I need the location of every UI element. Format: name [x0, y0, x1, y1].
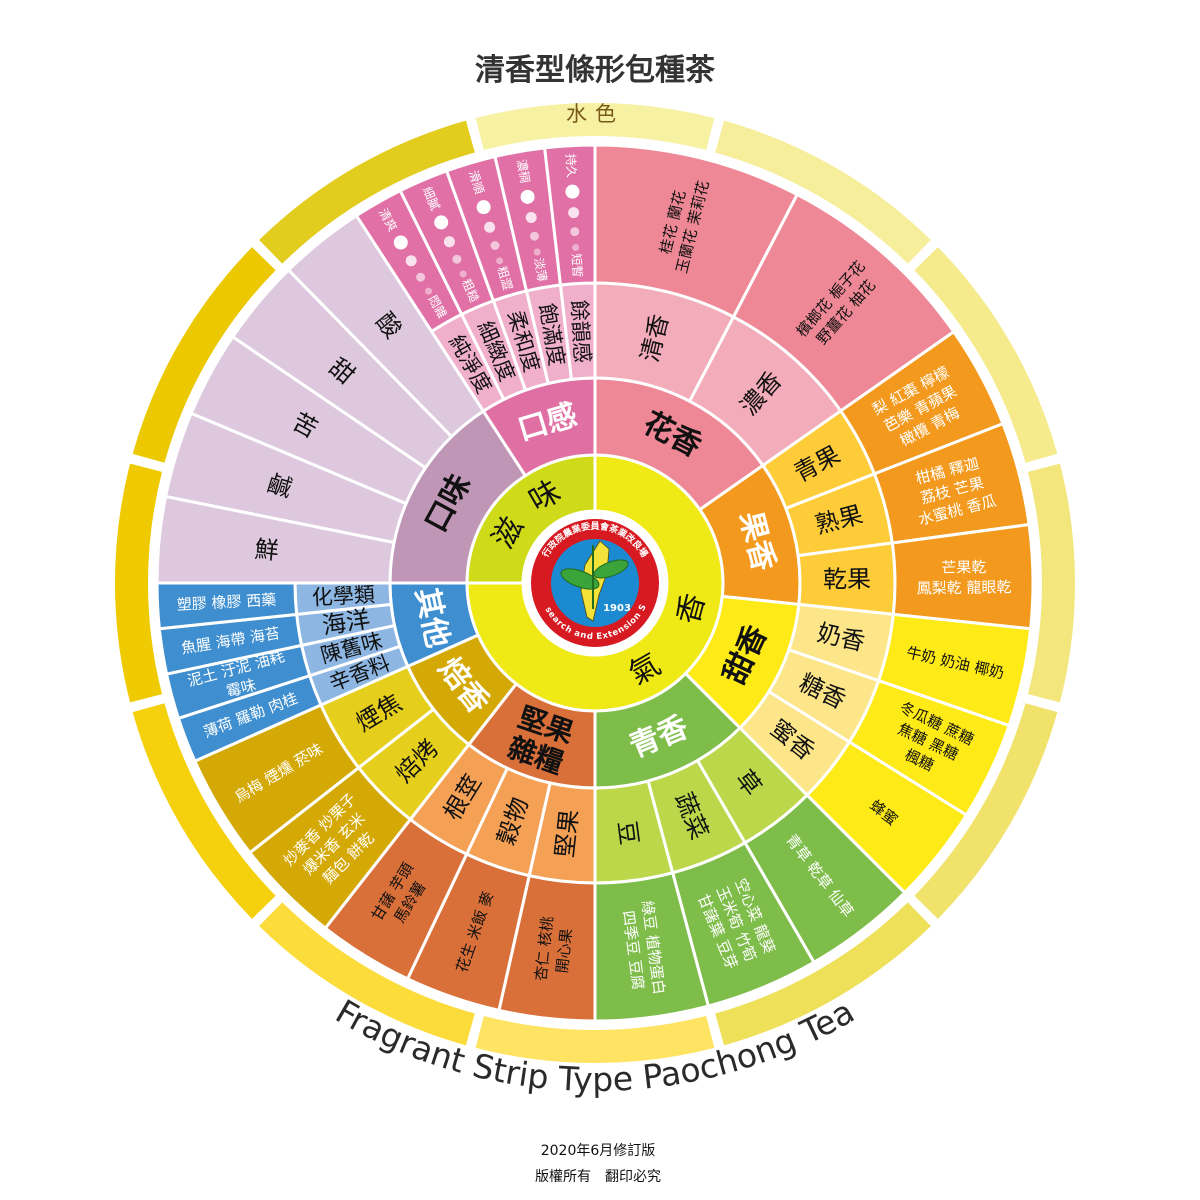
- intensity-dot: [490, 240, 500, 250]
- tea-leaf-icon: [593, 559, 629, 579]
- intensity-dot: [452, 254, 462, 264]
- taste-label: 鮮: [253, 535, 280, 565]
- water-color-segment: [259, 902, 475, 1046]
- logo-year: 1903: [603, 603, 631, 614]
- scale-high-label: 持久: [563, 153, 579, 178]
- intensity-dot: [476, 200, 491, 215]
- scale-high-label: 濃稠: [514, 158, 532, 184]
- intensity-dot: [434, 215, 449, 230]
- intensity-dot: [393, 235, 408, 250]
- wheel-title: 清香型條形包種茶: [475, 53, 716, 88]
- category-label: 堅果雜糧: [503, 700, 578, 781]
- intensity-dot: [416, 272, 426, 282]
- water-color-segment: [914, 703, 1058, 919]
- water-color-segment: [132, 247, 276, 463]
- intensity-dot: [529, 231, 539, 241]
- intensity-dot: [525, 212, 537, 224]
- subcategory-label: 餘韻感: [567, 299, 595, 363]
- water-color-segment: [132, 703, 276, 919]
- intensity-dot: [568, 207, 580, 219]
- intensity-dot: [572, 244, 580, 252]
- descriptor-segment: [890, 522, 1035, 631]
- descriptor-text-line: 鳳梨乾 龍眼乾: [917, 578, 1012, 597]
- water-color-segment: [475, 1015, 715, 1064]
- descriptor-text-line: 塑膠 橡膠 西藥: [176, 591, 276, 614]
- descriptor-text-line: 開心果: [553, 928, 576, 975]
- copyright-text: 版權所有 翻印必究: [535, 1169, 661, 1185]
- intensity-dot: [496, 257, 504, 265]
- intensity-dot: [459, 270, 467, 278]
- subcategory-label: 堅果: [551, 808, 584, 859]
- descriptor-text: 塑膠 橡膠 西藥: [176, 591, 276, 614]
- intensity-dot: [405, 255, 417, 267]
- scale-high-label: 滑順: [466, 169, 486, 196]
- intensity-dot: [570, 227, 580, 237]
- wheel-segments: [155, 143, 1035, 1023]
- water-color-segment: [715, 902, 931, 1046]
- subcategory-label: 化學類: [311, 583, 375, 610]
- tea-leaf-icon: [560, 568, 600, 590]
- water-color-segment: [115, 463, 163, 703]
- water-color-ring: [115, 103, 1076, 1064]
- descriptor-text-line: 芒果乾: [941, 558, 986, 577]
- intensity-dot: [533, 248, 541, 256]
- water-color-segment: [715, 120, 931, 264]
- subcategory-label: 乾果: [823, 565, 871, 594]
- intensity-dot: [443, 236, 455, 248]
- scale-low-label: 粗澀: [495, 264, 516, 291]
- water-color-segment: [914, 247, 1058, 463]
- intensity-dot: [425, 287, 433, 295]
- water-color-segment: [475, 103, 715, 151]
- water-color-segment: [259, 120, 475, 264]
- subcategory-label: 豆: [612, 819, 643, 846]
- intensity-dot: [520, 189, 535, 204]
- descriptor-text: 芒果乾鳳梨乾 龍眼乾: [916, 558, 1011, 598]
- edition-text: 2020年6月修訂版: [541, 1143, 656, 1159]
- scale-low-label: 短暫: [569, 253, 585, 278]
- intensity-dot: [484, 221, 496, 233]
- water-color-segment: [1027, 463, 1076, 703]
- intensity-dot: [565, 184, 580, 199]
- scale-low-label: 淡薄: [531, 257, 550, 283]
- water-color-label: 水色: [566, 102, 624, 126]
- descriptor-text: 杏仁 核桃開心果: [532, 915, 577, 984]
